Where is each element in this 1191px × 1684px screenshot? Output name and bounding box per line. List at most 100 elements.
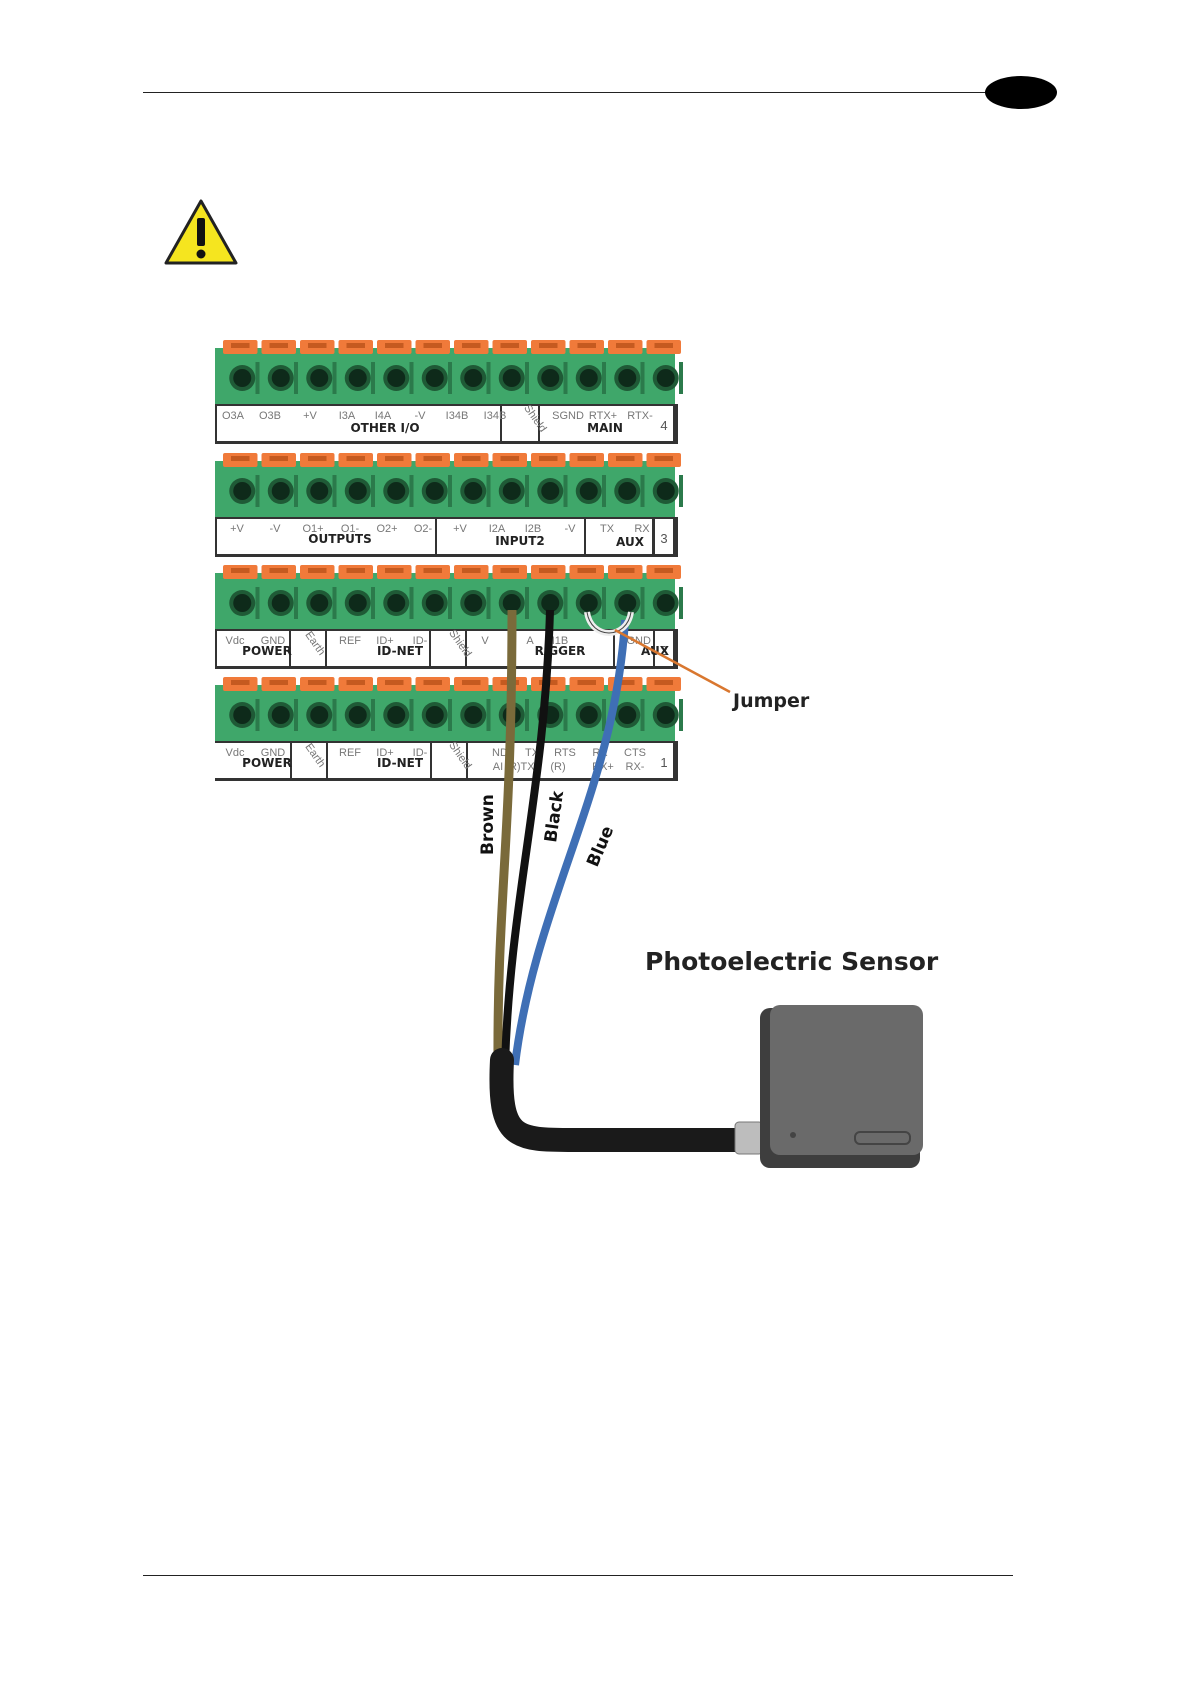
spring-slot	[346, 343, 365, 348]
pin-label: RX	[634, 523, 650, 535]
jumper-label: Jumper	[731, 690, 810, 712]
row-number-box	[655, 519, 673, 554]
spring-slot	[500, 456, 519, 461]
pin-label: ID-	[413, 635, 428, 647]
jumper-leader	[614, 628, 731, 694]
spring-slot	[346, 456, 365, 461]
pin-label: O2-	[414, 523, 433, 535]
spring-slot	[385, 343, 404, 348]
label-strip	[328, 743, 430, 778]
spring-slot	[231, 456, 250, 461]
spring-slot	[308, 568, 327, 573]
pin-label: I34B	[446, 410, 469, 422]
spring-slot	[616, 568, 635, 573]
pin-label: -V	[415, 410, 427, 422]
spring-slot	[423, 343, 442, 348]
pin-label: R)TX+	[509, 761, 541, 773]
spring-slot	[577, 456, 596, 461]
pin-label: RTX-	[627, 410, 653, 422]
pin-label: TX	[600, 523, 615, 535]
group-label: POWER	[242, 644, 292, 658]
group-label: POWER	[242, 756, 292, 770]
label-strip	[467, 631, 613, 666]
photoelectric-sensor	[734, 1005, 923, 1168]
spring-slot	[577, 680, 596, 685]
pin-label: (R)	[550, 761, 565, 773]
group-label: MAIN	[587, 421, 623, 435]
spring-slot	[577, 568, 596, 573]
pin-label: I2A	[489, 523, 506, 535]
pin-label: I34B	[484, 410, 507, 422]
label-strip	[217, 519, 435, 554]
spring-slot	[231, 568, 250, 573]
group-label: ID-NET	[377, 756, 424, 770]
spring-slot	[616, 680, 635, 685]
pin-label: O3B	[259, 410, 281, 422]
spring-slot	[269, 343, 288, 348]
spring-slot	[308, 456, 327, 461]
spring-slot	[231, 343, 250, 348]
label-strip	[217, 631, 289, 666]
wire-label-brown: Brown	[478, 794, 498, 855]
label-strip	[292, 743, 326, 778]
pin-label: -V	[565, 523, 577, 535]
group-label: OTHER I/O	[350, 421, 419, 435]
row-number-box	[655, 406, 673, 441]
spring-slot	[423, 680, 442, 685]
spring-slot	[462, 343, 481, 348]
spring-slot	[654, 343, 673, 348]
label-strip	[586, 519, 652, 554]
wire-blue	[511, 619, 629, 1066]
spring-slot	[500, 343, 519, 348]
spring-slot	[539, 456, 558, 461]
spring-slot	[616, 343, 635, 348]
spring-slot	[500, 568, 519, 573]
terminal-row-2: 2VdcGNDEarthREFID+ID-ShieldVAI1BSGNDPOWE…	[215, 565, 683, 669]
spring-slot	[539, 343, 558, 348]
spring-slot	[423, 456, 442, 461]
wires	[489, 609, 752, 1152]
pin-label: Vdc	[226, 747, 245, 759]
label-strip	[217, 406, 500, 441]
row-number-box	[655, 743, 673, 778]
spring-slot	[654, 568, 673, 573]
row-number-box	[655, 631, 673, 666]
pin-label: O1+	[302, 523, 323, 535]
pin-label: RTX+	[589, 410, 617, 422]
pin-label: +V	[230, 523, 244, 535]
sensor-label: Photoelectric Sensor	[645, 947, 939, 976]
pin-label: I3A	[339, 410, 356, 422]
pin-label: RX-	[626, 761, 645, 773]
spring-slot	[231, 680, 250, 685]
chapter-badge	[985, 76, 1057, 109]
pin-label: O2+	[376, 523, 397, 535]
pin-label: O1-	[341, 523, 360, 535]
spring-slot	[308, 680, 327, 685]
wire-black	[501, 609, 554, 1066]
label-strip	[291, 631, 325, 666]
wire-label-blue: Blue	[583, 823, 618, 870]
spring-slot	[269, 456, 288, 461]
spring-slot	[654, 456, 673, 461]
spring-slot	[385, 568, 404, 573]
pin-label: RTS	[554, 747, 576, 759]
group-label: OUTPUTS	[308, 532, 372, 546]
spring-slot	[269, 568, 288, 573]
label-strip	[468, 743, 656, 778]
spring-slot	[385, 680, 404, 685]
label-strip	[432, 743, 466, 778]
label-strip	[327, 631, 429, 666]
pin-label: ID+	[376, 635, 393, 647]
spring-slot	[462, 568, 481, 573]
pin-label: O3A	[222, 410, 245, 422]
label-strip	[215, 743, 290, 778]
group-label: AUX	[616, 535, 645, 549]
spring-slot	[462, 680, 481, 685]
spring-slot	[654, 680, 673, 685]
footer-rule	[143, 1575, 1013, 1576]
warning-triangle-icon	[164, 199, 238, 265]
